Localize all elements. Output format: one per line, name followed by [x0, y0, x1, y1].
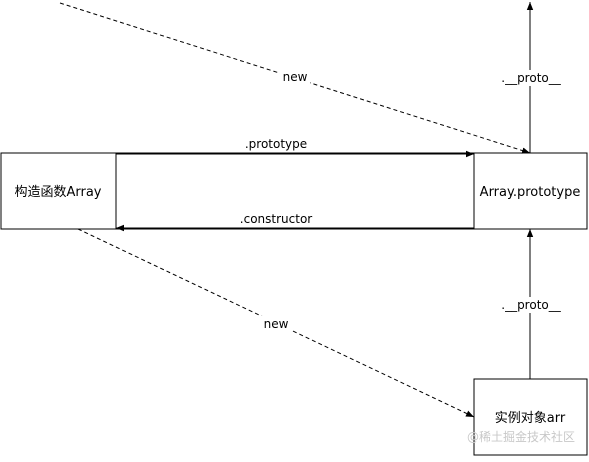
- constructor-node-label: 构造函数Array: [14, 185, 101, 200]
- proto-bottom-edge-label: .__proto__: [501, 298, 561, 312]
- proto-top-edge-label: .__proto__: [501, 71, 561, 85]
- new-top-label-bg: [280, 69, 310, 85]
- prototype-node-label: Array.prototype: [480, 185, 581, 200]
- new-top-edge-label: new: [283, 70, 308, 84]
- prototype-edge-label: .prototype: [245, 137, 307, 151]
- instance-node: [473, 378, 588, 456]
- proto-bottom-label-bg: [500, 297, 562, 313]
- new-bottom-edge-label: new: [264, 317, 289, 331]
- instance-node-label: 实例对象arr: [495, 411, 566, 426]
- relation-band: [0, 152, 588, 230]
- watermark-text: @稀土掘金技术社区: [467, 429, 575, 444]
- constructor-edge-label: .constructor: [240, 212, 313, 226]
- new-bottom-label-bg: [261, 316, 291, 332]
- proto-top-label-bg: [500, 70, 562, 86]
